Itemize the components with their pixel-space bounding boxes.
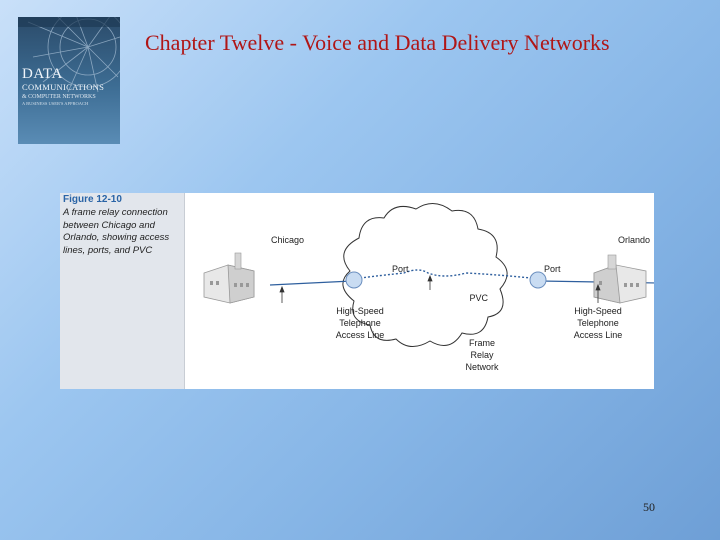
orlando-label: Orlando [618, 235, 650, 245]
label-arrows [279, 274, 601, 303]
left-port-label: Port [392, 264, 409, 274]
slide-title: Chapter Twelve - Voice and Data Delivery… [145, 30, 610, 55]
right-access-label-3: Access Line [574, 330, 623, 340]
network-label-1: Frame [469, 338, 495, 348]
left-access-line [269, 280, 353, 286]
right-access-label-1: High-Speed [574, 306, 622, 316]
frame-relay-diagram: Chicago Orlando Port Port PVC High-Speed… [203, 203, 654, 372]
cover-title-line1: DATA [22, 66, 63, 82]
page-number: 50 [643, 500, 655, 514]
pvc-label: PVC [469, 293, 488, 303]
cover-title-line2: COMMUNICATIONS [22, 82, 105, 92]
left-access-label-3: Access Line [336, 330, 385, 340]
network-label-2: Relay [470, 350, 494, 360]
figure-panel: Figure 12-10 A frame relay connection be… [60, 193, 654, 389]
network-label-3: Network [465, 362, 499, 372]
chicago-building-icon [203, 252, 255, 304]
figure-caption-panel: Figure 12-10 A frame relay connection be… [60, 193, 185, 389]
frame-relay-cloud [342, 203, 508, 347]
right-access-label-2: Telephone [577, 318, 619, 328]
left-port-node [345, 271, 363, 289]
cover-title-line3: & COMPUTER NETWORKS [22, 93, 96, 100]
left-access-label-1: High-Speed [336, 306, 384, 316]
right-port-node [529, 271, 547, 289]
right-port-label: Port [544, 264, 561, 274]
left-access-label-2: Telephone [339, 318, 381, 328]
wheel-graphic [18, 17, 120, 93]
figure-caption: A frame relay connection between Chicago… [63, 207, 170, 256]
orlando-building-icon [593, 254, 647, 304]
cover-title-line4: A BUSINESS USER'S APPROACH [22, 100, 89, 106]
book-cover-image: DATA COMMUNICATIONS & COMPUTER NETWORKS … [18, 17, 120, 144]
pvc-line [351, 269, 541, 280]
figure-number: Figure 12-10 [63, 194, 122, 205]
chicago-label: Chicago [271, 235, 304, 245]
